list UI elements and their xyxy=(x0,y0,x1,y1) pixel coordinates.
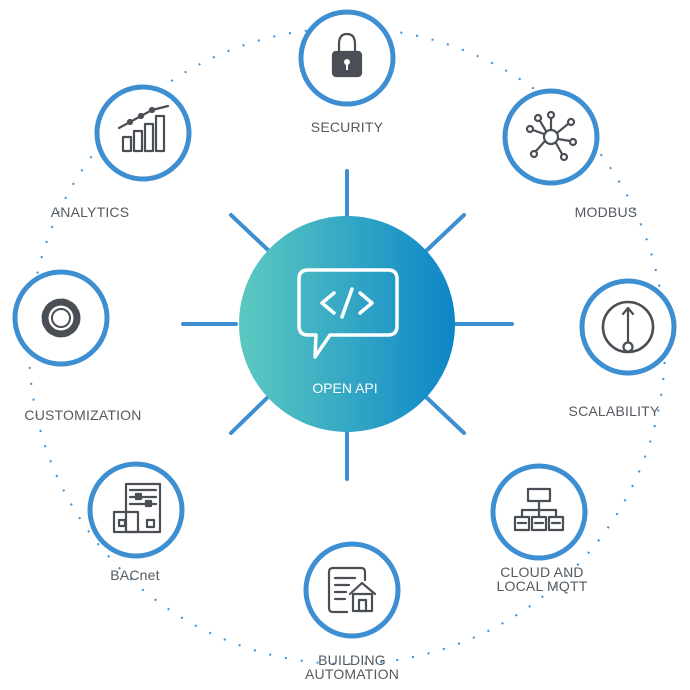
bar-chart-icon xyxy=(117,104,170,153)
rays xyxy=(181,169,514,481)
code-chat-icon xyxy=(297,268,399,359)
building-automation-label: BUILDING AUTOMATION xyxy=(304,652,400,682)
customization-node[interactable] xyxy=(12,269,110,367)
scalability-label: SCALABILITY xyxy=(568,403,660,419)
analytics-label: ANALYTICS xyxy=(50,204,130,220)
modbus-label: MODBUS xyxy=(574,204,638,220)
cloud-mqtt-label: CLOUD AND LOCAL MQTT xyxy=(496,564,588,594)
ray-bottom-right xyxy=(424,395,466,435)
security-label: SECURITY xyxy=(310,119,384,135)
modbus-node[interactable] xyxy=(502,88,600,186)
customization-label: CUSTOMIZATION xyxy=(24,407,142,423)
gauge-icon xyxy=(601,300,655,354)
hierarchy-icon xyxy=(513,487,565,532)
open-api-hub[interactable] xyxy=(239,216,455,432)
bacnet-node[interactable] xyxy=(87,461,185,559)
ray-top-left xyxy=(229,213,270,252)
network-hub-icon xyxy=(525,110,578,162)
gear-icon xyxy=(41,298,81,338)
open-api-label: OPEN API xyxy=(312,380,378,396)
building-automation-node[interactable] xyxy=(303,541,401,639)
ray-top-right xyxy=(424,213,466,253)
padlock-icon xyxy=(331,32,363,78)
building-document-icon xyxy=(327,566,377,614)
bacnet-label: BACnet xyxy=(110,567,160,583)
building-controls-icon xyxy=(112,482,162,534)
ray-bottom-left xyxy=(229,395,270,435)
